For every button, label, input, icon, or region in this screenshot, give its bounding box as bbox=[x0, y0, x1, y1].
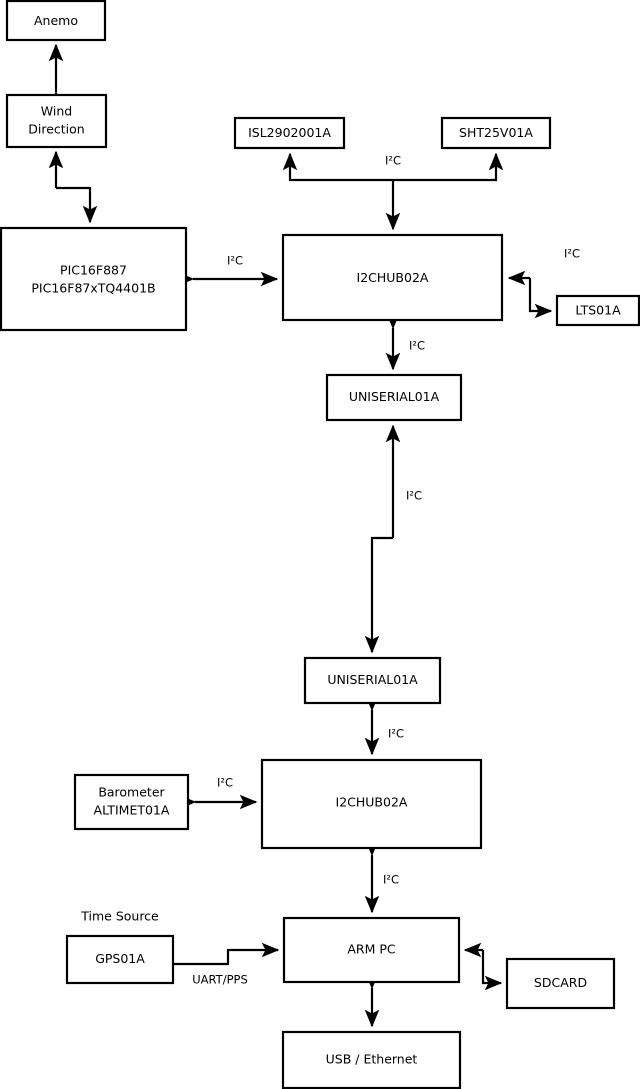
node-i2chub02a-top-label: I2CHUB02A bbox=[357, 270, 429, 285]
node-pic-mcu-label-line2: PIC16F87xTQ4401B bbox=[31, 281, 155, 296]
node-anemo[interactable]: Anemo bbox=[5, 0, 107, 42]
node-uniserial01a-bottom[interactable]: UNISERIAL01A bbox=[303, 656, 442, 705]
edge-label-i2c-hubtop-uniserial: I²C bbox=[409, 339, 425, 353]
node-sdcard-label: SDCARD bbox=[534, 975, 587, 990]
node-gps01a-label: GPS01A bbox=[95, 951, 145, 966]
edge-label-uart-pps: UART/PPS bbox=[192, 973, 248, 987]
node-barometer-label-line1: Barometer bbox=[98, 785, 165, 800]
node-arm-pc-label: ARM PC bbox=[347, 942, 396, 957]
node-sht25v01a[interactable]: SHT25V01A bbox=[440, 116, 552, 150]
node-sht25v01a-label: SHT25V01A bbox=[459, 125, 533, 140]
edges-layer bbox=[48, 43, 553, 1028]
node-barometer[interactable]: Barometer ALTIMET01A bbox=[73, 773, 190, 831]
edge-labels-layer: I²C I²C I²C I²C I²C I²C I²C I²C UART/PPS bbox=[192, 154, 580, 987]
edge-label-i2c-lts: I²C bbox=[564, 247, 580, 261]
node-uniserial01a-top[interactable]: UNISERIAL01A bbox=[325, 373, 463, 422]
node-usb-ethernet-label: USB / Ethernet bbox=[326, 1052, 418, 1067]
edge-label-i2c-uniserial-link: I²C bbox=[406, 489, 422, 503]
label-time-source: Time Source bbox=[80, 909, 159, 924]
edge-wind-pic-elbow bbox=[56, 186, 98, 224]
edge-label-i2c-hubbot-armpc: I²C bbox=[383, 873, 399, 887]
edge-label-i2c-sensor-bus: I²C bbox=[385, 154, 401, 168]
node-anemo-label: Anemo bbox=[34, 13, 78, 28]
node-wind-direction[interactable]: Wind Direction bbox=[5, 93, 108, 149]
edge-label-i2c-barometer: I²C bbox=[217, 776, 233, 790]
edge-label-i2c-uniserial-hubbot: I²C bbox=[388, 727, 404, 741]
edge-label-i2c-pic-hub: I²C bbox=[227, 254, 243, 268]
node-arm-pc[interactable]: ARM PC bbox=[282, 916, 461, 984]
node-uniserial01a-top-label: UNISERIAL01A bbox=[349, 389, 440, 404]
node-i2chub02a-top[interactable]: I2CHUB02A bbox=[281, 233, 504, 322]
node-isl2902001a-label: ISL2902001A bbox=[248, 125, 331, 140]
node-gps01a[interactable]: GPS01A bbox=[65, 934, 175, 985]
node-isl2902001a[interactable]: ISL2902001A bbox=[233, 116, 346, 150]
node-lts01a[interactable]: LTS01A bbox=[555, 294, 640, 327]
node-i2chub02a-bottom[interactable]: I2CHUB02A bbox=[260, 758, 483, 850]
edge-bus-to-isl bbox=[282, 152, 393, 182]
edge-gps-armpc bbox=[173, 942, 280, 966]
node-uniserial01a-bottom-label: UNISERIAL01A bbox=[327, 672, 418, 687]
node-i2chub02a-bottom-label: I2CHUB02A bbox=[336, 795, 408, 810]
node-lts01a-label: LTS01A bbox=[575, 303, 621, 318]
edge-bus-to-sht bbox=[393, 152, 504, 182]
edge-armpc-sdcard-out bbox=[481, 950, 503, 991]
node-wind-direction-label-line1: Wind bbox=[41, 104, 72, 119]
edge-hubtop-lts-out bbox=[528, 278, 553, 319]
node-pic-mcu-label-line1: PIC16F887 bbox=[60, 263, 127, 278]
node-pic-mcu[interactable]: PIC16F887 PIC16F87xTQ4401B bbox=[0, 226, 188, 332]
node-barometer-label-line2: ALTIMET01A bbox=[94, 803, 170, 818]
node-sdcard[interactable]: SDCARD bbox=[505, 957, 616, 1010]
node-wind-direction-label-line2: Direction bbox=[28, 122, 84, 137]
node-usb-ethernet[interactable]: USB / Ethernet bbox=[281, 1030, 462, 1089]
edge-uniserial-link-down bbox=[364, 536, 393, 654]
free-labels-layer: Time Source bbox=[80, 909, 159, 924]
